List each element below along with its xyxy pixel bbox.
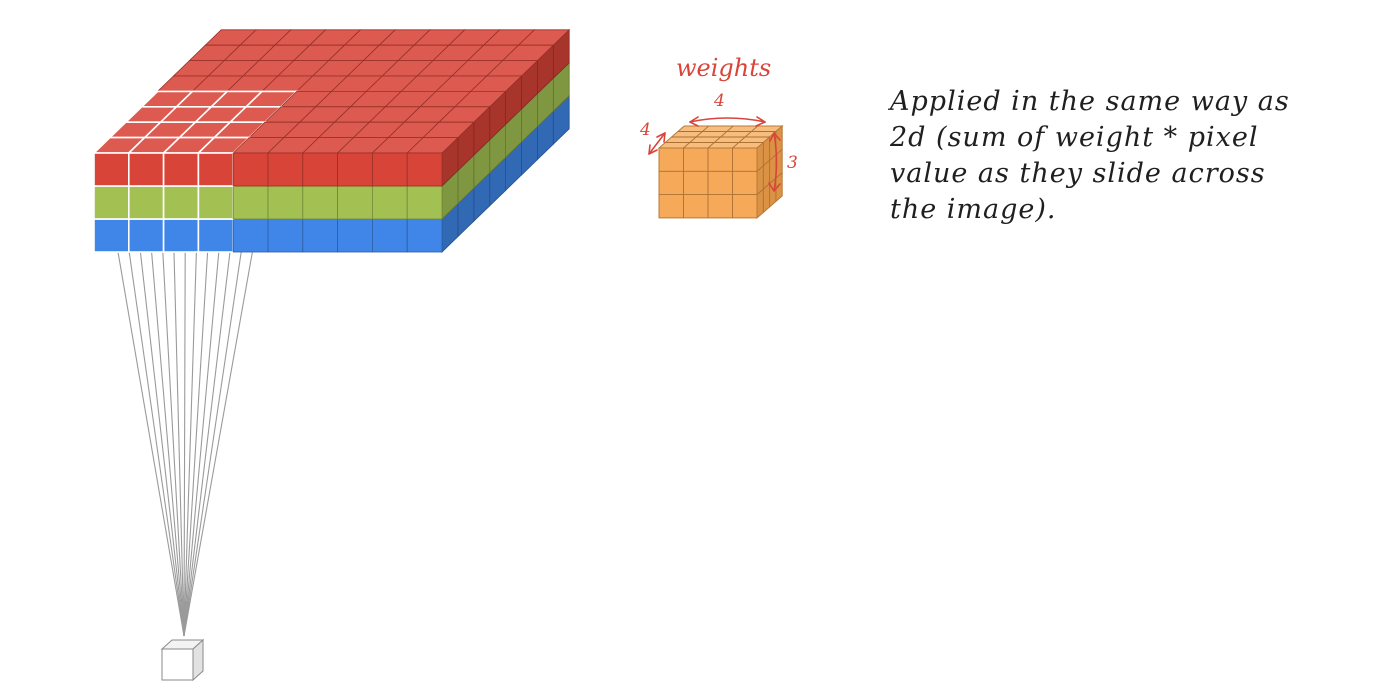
- voxel-front-face: [337, 152, 373, 187]
- voxel-front-face: [267, 185, 304, 220]
- caption-line: value as they slide across: [890, 158, 1266, 189]
- voxel-front-face-highlighted: [162, 185, 200, 220]
- voxel-front-face: [406, 185, 443, 220]
- depth-arrow: [648, 132, 666, 155]
- connection-line: [183, 251, 220, 637]
- connection-line: [183, 251, 197, 637]
- voxel-front-face: [337, 185, 373, 220]
- connection-line: [183, 251, 186, 637]
- voxel-front-face: [232, 185, 269, 220]
- weights-label: weights: [676, 54, 771, 82]
- voxel-front-face: [371, 185, 408, 220]
- voxel-front-face-highlighted: [162, 152, 200, 187]
- voxel-front-face-highlighted: [197, 218, 234, 253]
- voxel-front-face-highlighted: [197, 152, 234, 187]
- connection-line: [151, 251, 185, 637]
- voxel-front-face: [337, 218, 373, 253]
- connection-lines: [117, 251, 253, 637]
- height-label: 3: [787, 153, 798, 173]
- output-cube-front: [161, 648, 194, 681]
- connection-line: [183, 251, 209, 637]
- connection-line: [173, 251, 185, 637]
- connection-line: [139, 251, 185, 637]
- voxel-front-face: [406, 218, 443, 253]
- output-cube: [160, 638, 205, 682]
- width-label: 4: [713, 91, 725, 111]
- caption-line: the image).: [890, 194, 1057, 225]
- voxel-front-face: [371, 152, 408, 187]
- voxel-front-face: [267, 218, 304, 253]
- channel-layer-red: [92, 28, 571, 187]
- width-arrow: [689, 116, 766, 127]
- voxel-front-face: [406, 152, 443, 187]
- voxel-front-face: [267, 152, 304, 187]
- voxel-front-face: [302, 185, 338, 220]
- voxel-front-face-highlighted: [93, 218, 130, 253]
- voxel-front-face: [302, 218, 338, 253]
- voxel-front-face: [232, 218, 269, 253]
- connection-line: [162, 251, 185, 637]
- caption-line: 2d (sum of weight * pixel: [890, 122, 1259, 153]
- voxel-front-face-highlighted: [197, 185, 234, 220]
- caption-text: Applied in the same way as 2d (sum of we…: [890, 84, 1370, 228]
- voxel-front-face-highlighted: [162, 218, 200, 253]
- image-volume: [92, 28, 571, 253]
- voxel-front-face-highlighted: [128, 152, 165, 187]
- height-arrow: [768, 132, 781, 192]
- connection-line: [117, 251, 185, 637]
- voxel-front-face-highlighted: [128, 185, 165, 220]
- connection-line: [128, 251, 185, 637]
- voxel-front-face-highlighted: [128, 218, 165, 253]
- voxel-front-face: [302, 152, 338, 187]
- connection-line: [183, 251, 242, 637]
- connection-line: [183, 251, 231, 637]
- voxel-front-face-highlighted: [93, 185, 130, 220]
- voxel-front-face: [371, 218, 408, 253]
- connection-line: [183, 251, 253, 637]
- voxel-front-face: [232, 152, 269, 187]
- depth-label: 4: [639, 120, 651, 140]
- caption-line: Applied in the same way as: [890, 86, 1290, 117]
- kernel-weights-cube: [657, 124, 784, 220]
- voxel-front-face-highlighted: [93, 152, 130, 187]
